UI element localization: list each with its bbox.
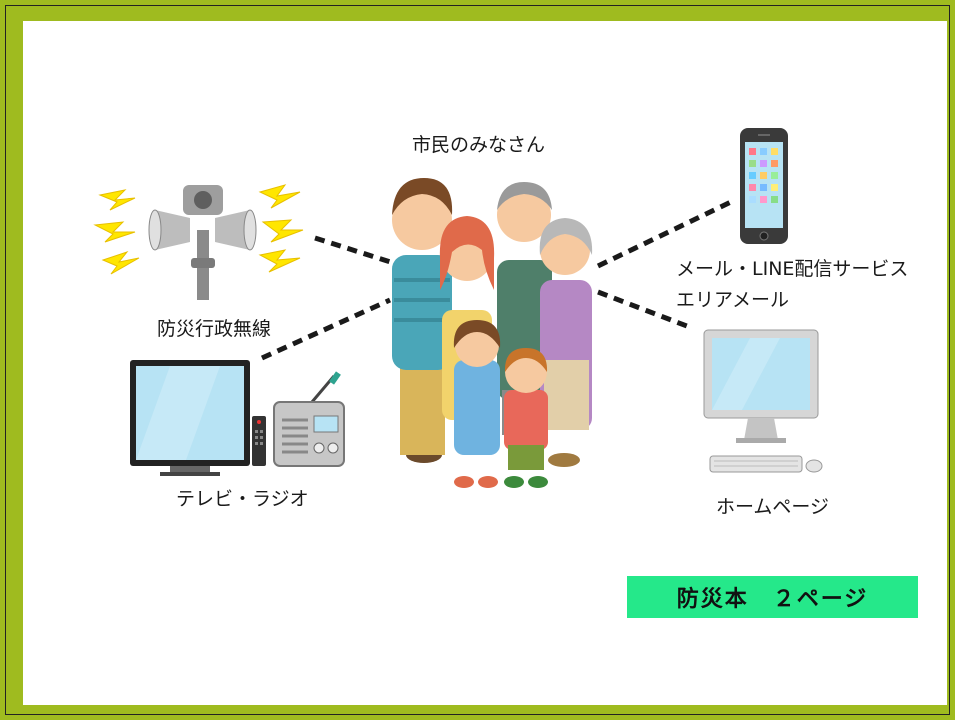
tv-radio-label: テレビ・ラジオ: [176, 488, 309, 510]
mail-line-label: メール・LINE配信サービス: [676, 258, 909, 280]
line-to-tv: [260, 297, 392, 361]
area-mail-label: エリアメール: [676, 289, 790, 311]
tv-icon: [130, 360, 266, 476]
family-illustration: [392, 178, 593, 488]
badge-text: 防災本 ２ページ: [676, 587, 869, 612]
loudspeaker-icon: [93, 184, 304, 300]
citizens-label: 市民のみなさん: [412, 134, 546, 156]
line-to-phone: [596, 197, 737, 269]
radio-icon: [273, 371, 345, 467]
line-to-speaker: [314, 235, 401, 268]
bousai-book-page-badge: 防災本 ２ページ: [627, 576, 918, 618]
smartphone-icon: [740, 128, 788, 244]
homepage-label: ホームページ: [716, 496, 830, 518]
desktop-computer-icon: [703, 329, 823, 473]
radio-system-label: 防災行政無線: [157, 318, 272, 340]
